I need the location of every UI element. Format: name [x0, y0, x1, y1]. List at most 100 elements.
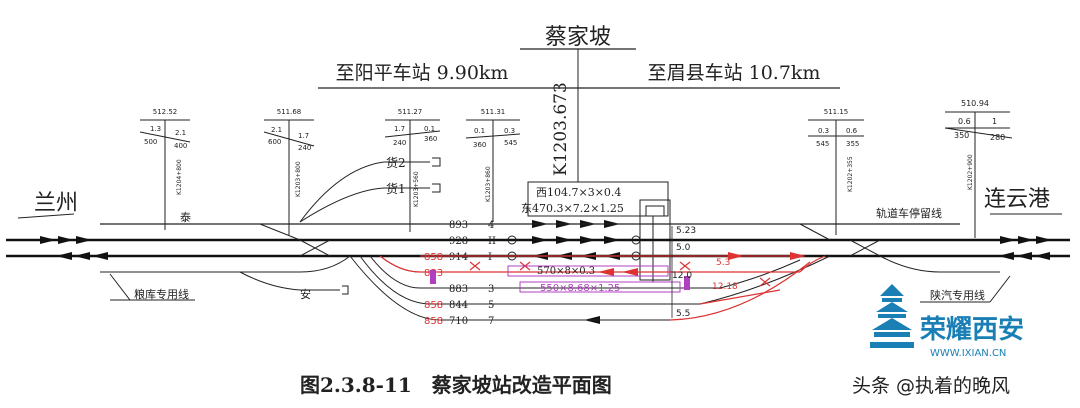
profile-len-r: 280	[990, 133, 1005, 142]
track-length: 914	[449, 252, 468, 263]
left-city-underline	[17, 213, 75, 219]
profile-mark: 511.15 0.3 0.6 545 355 K1202+355	[808, 108, 864, 235]
profile-mark: 511.31 0.1 0.3 360 545 K1203+860	[465, 108, 521, 222]
profile-len-r: 355	[846, 140, 859, 148]
profile-len-r: 400	[174, 142, 187, 150]
profile-elev: 511.68	[277, 108, 302, 116]
red-arrows	[598, 252, 806, 276]
dim-2: 5.0	[676, 243, 691, 253]
tai-label: 泰	[180, 210, 191, 224]
profile-grade-r: 1	[992, 117, 997, 126]
goods-siding-1	[299, 187, 430, 223]
grain-siding	[100, 255, 351, 273]
profile-elev: 511.15	[824, 108, 849, 116]
profile-grade-l: 0.6	[958, 117, 971, 126]
station-building	[527, 181, 669, 217]
track-number: 7	[488, 316, 494, 327]
an-label: 安	[300, 287, 311, 301]
platform-1-size: 570×8×0.3	[537, 266, 595, 277]
right-direction: 至眉县车站 10.7km	[648, 62, 821, 84]
track-5	[359, 255, 700, 305]
profile-grade-r: 0.6	[846, 127, 858, 135]
track-number: 3	[488, 284, 494, 295]
profile-len-l: 360	[473, 141, 486, 149]
building-west: 西104.7×3×0.4	[536, 186, 621, 199]
track-number: II	[488, 236, 496, 247]
rail-car-line-label: 轨道车停留线	[876, 206, 942, 220]
dim-3: 5.3	[716, 258, 730, 268]
profile-grade-l: 1.7	[394, 125, 405, 133]
profile-mark: 512.52 1.3 2.1 500 400 K1204+800	[139, 108, 191, 230]
profile-km: K1202+355	[847, 156, 854, 192]
profile-len-r: 240	[298, 144, 311, 152]
buffer-stop	[432, 183, 441, 193]
goods-1-label: 货1	[386, 181, 406, 196]
profile-km: K1204+800	[176, 159, 183, 195]
platform-2	[519, 281, 681, 293]
left-city: 兰州	[34, 191, 78, 216]
profile-grade-l: 0.1	[474, 127, 485, 135]
left-direction: 至阳平车站 9.90km	[336, 62, 509, 84]
overpass-stair	[645, 205, 665, 217]
profile-mark: 510.94 0.6 1 350 280 K1202+900	[944, 99, 1013, 238]
track-length: 844	[449, 300, 468, 311]
km-post: K1203.673	[551, 82, 571, 176]
dim-6: 12.0	[672, 271, 692, 281]
goods-siding-2	[299, 161, 430, 223]
profile-len-r: 545	[504, 139, 517, 147]
profile-km: K1203+800	[295, 161, 302, 197]
profile-len-l: 500	[144, 138, 157, 146]
station-name: 蔡家坡	[545, 25, 611, 50]
watermark-credit: 头条 @执着的晚风	[852, 375, 1010, 397]
track-number: 4	[488, 220, 494, 231]
profile-grade-r: 0.3	[504, 127, 515, 135]
track-7	[349, 255, 670, 321]
dim-5: 5.5	[676, 309, 690, 319]
profile-grade-l: 1.3	[150, 125, 161, 133]
profile-mark: 511.27 1.7 0.1 240 360 K1203+560	[384, 108, 441, 232]
profile-grade-r: 2.1	[175, 129, 186, 137]
profile-len-r: 360	[424, 135, 437, 143]
profile-km: K1202+900	[967, 154, 974, 190]
track-length: 928	[449, 236, 468, 247]
dim-1: 5.23	[676, 226, 696, 236]
watermark-logo-icon	[870, 284, 914, 348]
profile-len-l: 545	[816, 140, 829, 148]
track-length: 710	[449, 316, 468, 327]
track-length: 893	[449, 220, 468, 231]
profile-elev: 510.94	[961, 99, 989, 108]
profile-len-l: 350	[954, 131, 969, 140]
profile-km: K1203+560	[413, 171, 420, 207]
track-length: 883	[449, 284, 468, 295]
building-east: 东470.3×7.2×1.25	[521, 202, 624, 215]
profile-mark: 511.68 2.1 1.7 600 240 K1203+800	[263, 108, 315, 235]
shaanqi-siding	[879, 255, 1000, 273]
buffer-stop	[432, 157, 441, 167]
track-number: 5	[488, 300, 494, 311]
track-number: I	[488, 252, 492, 263]
track-new-length: 858	[424, 300, 443, 311]
right-city: 连云港	[984, 187, 1050, 212]
shaanqi-line-label: 陕汽专用线	[930, 288, 985, 302]
profile-grade-l: 0.3	[818, 127, 829, 135]
profile-grade-l: 2.1	[271, 126, 282, 134]
profile-km: K1203+860	[485, 166, 492, 202]
profile-elev: 511.27	[398, 108, 423, 116]
platform-1	[507, 265, 669, 277]
watermark-url: WWW.IXIAN.CN	[930, 348, 1006, 359]
goods-2-label: 货2	[386, 155, 406, 170]
platform-2-size: 550×8.68×1.25	[540, 283, 620, 294]
profile-len-l: 240	[393, 139, 406, 147]
profile-len-l: 600	[268, 138, 281, 146]
profile-grade-r: 1.7	[298, 132, 309, 140]
profile-grade-r: 0.1	[424, 125, 435, 133]
watermark-brand: 荣耀西安	[920, 315, 1024, 345]
grain-line-label: 粮库专用线	[134, 287, 189, 301]
figure-caption: 图2.3.8-11 蔡家坡站改造平面图	[300, 373, 612, 397]
direction-arrows	[40, 220, 1052, 324]
track-3	[369, 255, 720, 289]
track-new-length: 858	[424, 252, 443, 263]
dim-4: 12.18	[712, 282, 738, 292]
